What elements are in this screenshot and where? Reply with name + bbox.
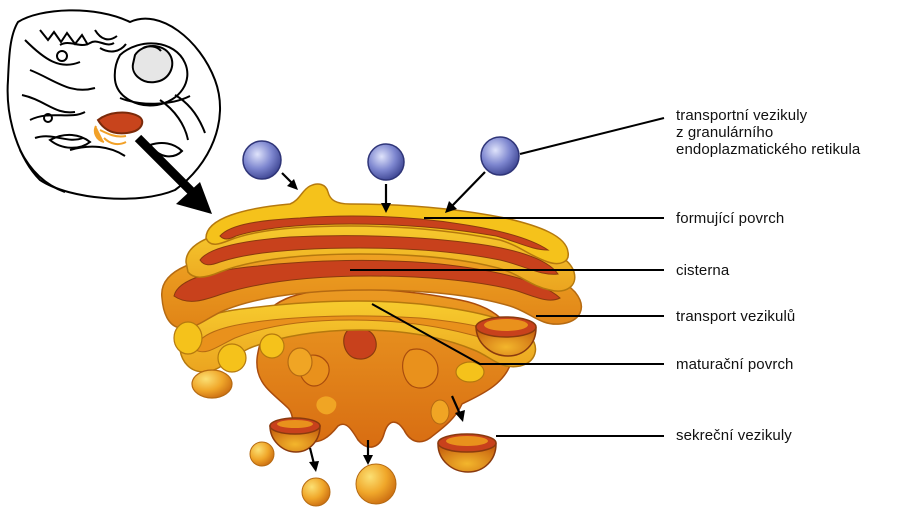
golgi-apparatus <box>162 184 582 447</box>
label-cisterna: cisterna <box>676 262 729 279</box>
label-line-2: z granulárního <box>676 124 860 141</box>
label-forming-surface: formující povrch <box>676 210 784 227</box>
er-vesicle-1 <box>243 141 281 179</box>
label-secretory-vesicles: sekreční vezikuly <box>676 427 792 444</box>
cell-thumbnail <box>8 10 220 198</box>
label-line-1: transportní vezikuly <box>676 107 860 124</box>
leader-er-vesicles <box>520 118 664 154</box>
label-maturing-surface: maturační povrch <box>676 356 793 373</box>
er-transport-vesicles <box>243 137 519 180</box>
er-vesicle-3 <box>481 137 519 175</box>
label-line-3: endoplazmatického retikula <box>676 141 860 158</box>
er-vesicle-2 <box>368 144 404 180</box>
label-vesicle-transport: transport vezikulů <box>676 308 795 325</box>
label-transport-vesicles-er: transportní vezikuly z granulárního endo… <box>676 107 860 158</box>
